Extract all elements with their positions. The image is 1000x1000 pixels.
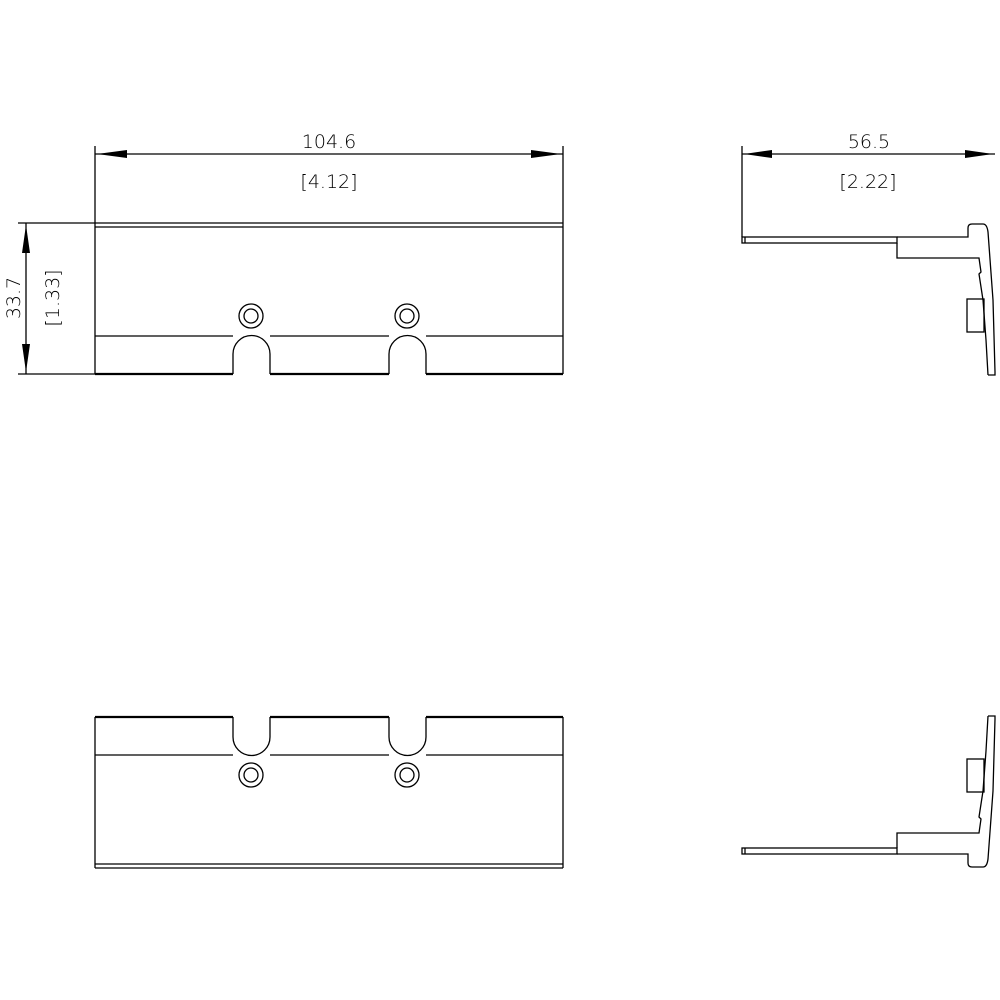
- arrow-left-icon: [744, 150, 772, 158]
- side-view-bottom: [741, 715, 996, 868]
- depth-inch-label: [2.22]: [839, 171, 896, 193]
- width-dimension: 104.6 [4.12]: [94, 131, 564, 223]
- arrow-right-icon: [965, 150, 993, 158]
- width-mm-label: 104.6: [302, 131, 356, 153]
- height-inch-label: [1.33]: [42, 269, 64, 326]
- arrow-down-icon: [22, 344, 30, 372]
- arrow-right-icon: [531, 150, 561, 158]
- arrow-up-icon: [22, 225, 30, 253]
- side-view-top: [741, 223, 996, 376]
- arrow-left-icon: [97, 150, 127, 158]
- height-dimension: 33.7 [1.33]: [3, 222, 95, 375]
- depth-mm-label: 56.5: [848, 131, 890, 153]
- width-inch-label: [4.12]: [300, 171, 357, 193]
- depth-dimension: 56.5 [2.22]: [741, 131, 995, 237]
- height-mm-label: 33.7: [3, 277, 25, 319]
- front-view-top: [93, 221, 565, 376]
- front-view-bottom: [93, 715, 565, 870]
